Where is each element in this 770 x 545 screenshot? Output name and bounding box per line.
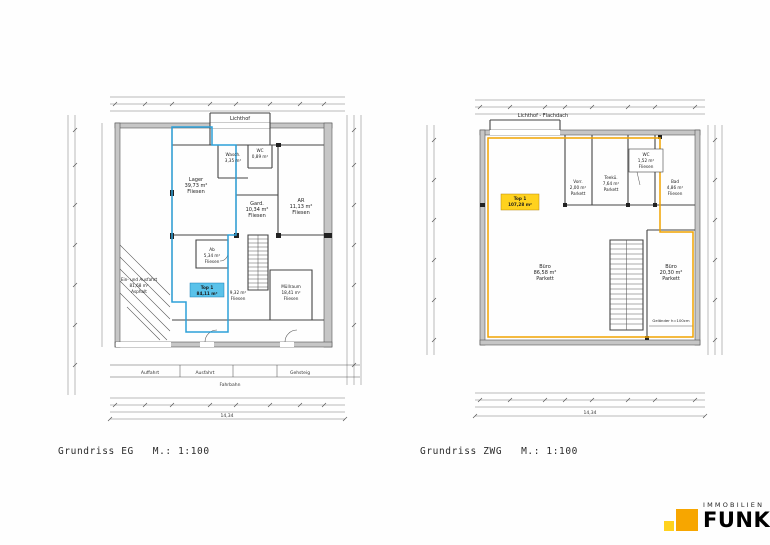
room-label-lichthof-flachdach: Lichthof - Flachdach: [518, 113, 568, 119]
dimension-lines-eg: [67, 96, 362, 420]
wc-callout-box-zwg: [628, 148, 664, 173]
opening-lichthof-zwg: [490, 130, 560, 135]
room-label-flur-floor: Fliesen: [231, 296, 246, 301]
dimension-ticks-zwg: [431, 104, 718, 419]
room-label-lager-area: 39,73 m²: [185, 183, 208, 189]
room-label-einausfahrt-area: 81,68 m²: [129, 283, 148, 288]
opening-door-2-eg: [280, 342, 294, 347]
room-label-teekueche-name: Teekü.: [603, 175, 617, 180]
dimension-ticks-eg: [72, 101, 357, 422]
room-label-wc-zwg-name: WC: [642, 152, 649, 157]
room-labels-zwg: Lichthof - Flachdach WC 1,52 m² Fliesen …: [508, 113, 690, 323]
room-label-wc-zwg-floor: Fliesen: [639, 164, 654, 169]
room-label-gard-floor: Fliesen: [248, 213, 266, 219]
room-label-lichthof: Lichthof: [230, 116, 250, 122]
immobilien-funk-logo: IMMOBILIEN FUNK: [664, 502, 770, 531]
room-label-buero-gross-name: Büro: [539, 264, 551, 270]
room-label-vorraum-area: 2,00 m²: [570, 185, 587, 190]
room-label-buero-gross-area: 86,58 m²: [534, 270, 557, 276]
wall-bottom-zwg: [479, 339, 701, 346]
room-label-flur-area: 9,32 m²: [230, 290, 247, 295]
room-label-vorraum-name: Vorr.: [573, 179, 582, 184]
walls-zwg: [479, 129, 701, 346]
stairs-zwg: [610, 240, 643, 330]
plan-zwg-drawing: 14,34 Lichthof - Flachdach WC 1,: [426, 99, 723, 419]
top1-label-box-zwg: [500, 193, 540, 211]
dimension-chains-eg: 14,34: [67, 96, 362, 422]
room-label-ab-name: Ab: [209, 247, 215, 252]
street-label-fahrbahn: Fahrbahn: [220, 382, 241, 388]
dimension-total-zwg: 14,34: [584, 410, 597, 416]
room-label-muellraum-area: 18,41 m²: [281, 290, 300, 295]
room-label-muellraum-name: Müllraum: [281, 284, 301, 289]
room-label-einausfahrt-floor: Asphalt: [131, 289, 147, 294]
dimension-total-eg: 14,34: [221, 413, 234, 419]
logo-funk-text: FUNK: [703, 507, 770, 532]
opening-lichthof-eg: [210, 123, 270, 128]
stairs-eg: [248, 235, 268, 290]
room-label-ar-area: 11,13 m²: [290, 204, 313, 210]
partitions-zwg: [489, 119, 695, 340]
room-label-ab-floor: Fliesen: [205, 259, 220, 264]
top1-label-area-eg: 84,11 m²: [197, 291, 218, 296]
room-label-gard-area: 10,34 m²: [246, 207, 269, 213]
room-label-wc-name: WC: [256, 148, 263, 153]
top1-label-name-zwg: Top 1: [514, 196, 527, 201]
room-label-buero-klein-name: Büro: [665, 264, 677, 270]
room-label-lager-name: Lager: [189, 177, 204, 183]
logo-square-small-icon: [664, 520, 674, 531]
room-label-wasch-name: Wasch.: [226, 152, 241, 157]
room-label-ab-area: 5,34 m²: [204, 253, 221, 258]
room-label-wasch-area: 3,35 m²: [225, 158, 242, 163]
railing-label-zwg: Geländer h=100cm: [652, 318, 690, 323]
wall-bottom-eg: [114, 341, 333, 348]
room-label-ar-name: AR: [298, 198, 305, 204]
room-label-muellraum-floor: Fliesen: [284, 296, 299, 301]
room-label-bad-name: Bad: [671, 179, 679, 184]
street-lines-eg: [110, 364, 360, 378]
room-label-wc-area: 0,89 m²: [252, 154, 269, 159]
room-label-lager-floor: Fliesen: [187, 189, 205, 195]
room-label-buero-klein-area: 20,30 m²: [660, 270, 683, 276]
caption-grundriss-eg: Grundriss EG M.: 1:100: [58, 446, 210, 457]
dimension-lines-zwg: [426, 99, 723, 417]
opening-door-1-eg: [200, 342, 214, 347]
logo-squares: [664, 508, 698, 531]
room-labels-eg: Lichthof Wasch. 3,35 m² WC 0,89 m² Lager…: [121, 116, 313, 388]
room-label-einausfahrt-name: Ein- und Ausfahrt: [121, 277, 158, 282]
logo-square-large-icon: [676, 508, 698, 531]
plan-eg-drawing: 14,34 Lichthof: [67, 96, 362, 422]
wall-right-zwg: [694, 129, 701, 346]
caption-grundriss-zwg: Grundriss ZWG M.: 1:100: [420, 446, 578, 457]
top1-label-name-eg: Top 1: [201, 285, 214, 290]
logo-immobilien-text: IMMOBILIEN: [703, 501, 765, 509]
room-label-buero-gross-floor: Parkett: [536, 276, 554, 282]
room-label-ar-floor: Fliesen: [292, 210, 310, 216]
top1-label-area-zwg: 107,28 m²: [508, 202, 532, 207]
room-label-teekueche-floor: Parkett: [604, 187, 619, 192]
logo-text: IMMOBILIEN FUNK: [703, 502, 770, 531]
ramp-hatch-eg: [119, 244, 171, 341]
room-label-gard-name: Gard.: [250, 201, 264, 207]
room-label-teekueche-area: 7,64 m²: [603, 181, 620, 186]
street-label-gehsteig: Gehsteig: [290, 370, 310, 376]
room-label-buero-klein-floor: Parkett: [662, 276, 680, 282]
wc-callout-leader-zwg: [636, 171, 641, 186]
room-label-vorraum-floor: Parkett: [571, 191, 586, 196]
dimension-chains-zwg: 14,34: [426, 99, 723, 419]
room-label-wc-zwg-area: 1,52 m²: [638, 158, 655, 163]
street-label-auffahrt: Auffahrt: [141, 370, 159, 376]
street-label-ausfahrt: Ausfahrt: [195, 370, 214, 376]
top1-highlight-outline-zwg: [487, 137, 694, 338]
opening-driveway-eg: [116, 342, 171, 347]
top1-label-box-eg: [189, 282, 225, 298]
wall-left-eg: [114, 122, 121, 348]
room-label-bad-area: 4,86 m²: [667, 185, 684, 190]
top1-highlight-outline-eg: [171, 126, 237, 333]
room-label-bad-floor: Fliesen: [668, 191, 683, 196]
wall-left-zwg: [479, 129, 486, 346]
